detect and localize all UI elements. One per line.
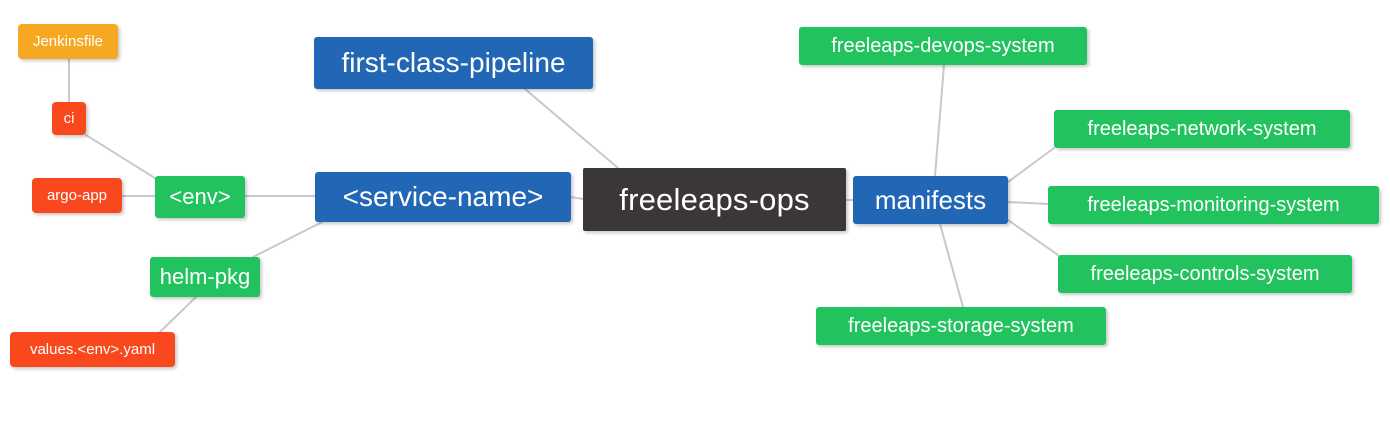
edge-manifests-to-freeleaps-storage-system bbox=[939, 223, 964, 308]
node-freeleaps-monitoring-system[interactable]: freeleaps-monitoring-system bbox=[1048, 186, 1379, 224]
node-helm-pkg[interactable]: helm-pkg bbox=[150, 257, 260, 297]
node-jenkinsfile[interactable]: Jenkinsfile bbox=[18, 24, 118, 59]
edge-first-class-pipeline-to-freeleaps-ops bbox=[524, 88, 619, 169]
node-manifests[interactable]: manifests bbox=[853, 176, 1008, 224]
node-freeleaps-ops[interactable]: freeleaps-ops bbox=[583, 168, 846, 231]
node-argo-app[interactable]: argo-app bbox=[32, 178, 122, 213]
edge-helm-pkg-to-service-name bbox=[252, 221, 323, 258]
node-ci[interactable]: ci bbox=[52, 102, 86, 135]
node-env[interactable]: <env> bbox=[155, 176, 245, 218]
edge-service-name-to-freeleaps-ops bbox=[570, 196, 584, 200]
node-freeleaps-devops-system[interactable]: freeleaps-devops-system bbox=[799, 27, 1087, 65]
node-first-class-pipeline[interactable]: first-class-pipeline bbox=[314, 37, 593, 89]
edge-ci-to-env bbox=[85, 134, 159, 181]
node-freeleaps-storage-system[interactable]: freeleaps-storage-system bbox=[816, 307, 1106, 345]
node-values-env-yaml[interactable]: values.<env>.yaml bbox=[10, 332, 175, 367]
edge-manifests-to-freeleaps-network-system bbox=[1007, 147, 1055, 183]
edge-manifests-to-freeleaps-devops-system bbox=[934, 64, 945, 177]
node-freeleaps-network-system[interactable]: freeleaps-network-system bbox=[1054, 110, 1350, 148]
edge-manifests-to-freeleaps-monitoring-system bbox=[1007, 201, 1049, 205]
node-service-name[interactable]: <service-name> bbox=[315, 172, 571, 222]
node-freeleaps-controls-system[interactable]: freeleaps-controls-system bbox=[1058, 255, 1352, 293]
edge-values-env-yaml-to-helm-pkg bbox=[159, 296, 197, 333]
edge-manifests-to-freeleaps-controls-system bbox=[1007, 219, 1059, 256]
